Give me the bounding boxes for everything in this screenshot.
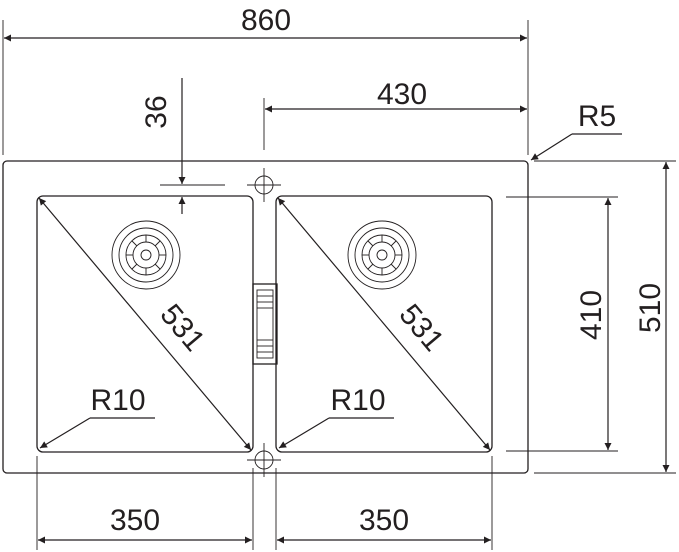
overall-depth-label: 510 [634, 283, 667, 333]
left-diagonal-label: 531 [154, 298, 211, 358]
sink-outline [2, 160, 529, 474]
worktop-outline [2, 160, 529, 474]
left-drain-icon [111, 220, 181, 290]
dim-bowl-depth: 410 [506, 196, 618, 452]
half-width-label: 430 [377, 78, 427, 111]
right-bowl-width-label: 350 [359, 504, 409, 537]
left-bowl-radius-label: R10 [90, 384, 145, 417]
bowl-offset-label: 36 [140, 95, 173, 128]
outer-radius-label: R5 [578, 100, 616, 133]
center-mark-bottom-icon [247, 443, 281, 477]
overflow-slot-icon [252, 283, 278, 365]
dim-outer-radius: R5 [530, 100, 622, 161]
dim-half-width: 430 [263, 78, 527, 150]
left-bowl-width-label: 350 [110, 504, 160, 537]
right-bowl-outline [275, 195, 493, 453]
dim-overall-width: 860 [2, 4, 529, 155]
dim-left-bowl-radius: R10 [39, 384, 155, 449]
center-mark-top-icon [247, 168, 281, 202]
overall-width-label: 860 [241, 4, 291, 37]
right-diagonal-label: 531 [393, 298, 450, 358]
dim-left-bowl-width: 350 [36, 456, 254, 550]
dim-overall-depth: 510 [534, 160, 676, 474]
dim-right-bowl-radius: R10 [278, 384, 394, 449]
right-drain-icon [347, 220, 417, 290]
dim-right-bowl-width: 350 [275, 456, 493, 550]
dim-bowl-offset: 36 [140, 78, 225, 214]
bowl-depth-label: 410 [575, 290, 608, 340]
right-bowl-radius-label: R10 [330, 384, 385, 417]
